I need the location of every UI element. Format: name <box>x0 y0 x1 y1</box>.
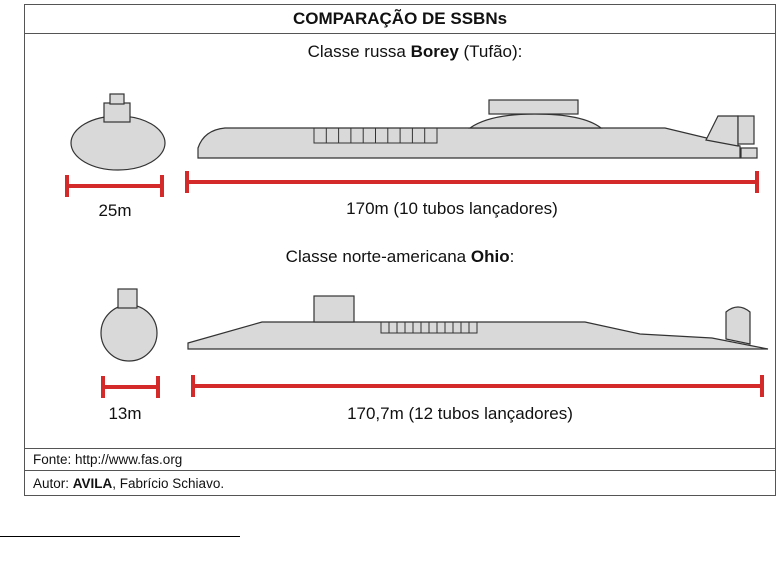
borey-heading-prefix: Classe russa <box>308 42 411 61</box>
ohio-cross-section-hull <box>101 305 157 361</box>
borey-rudder-top <box>738 116 754 144</box>
borey-length-label: 170m (10 tubos lançadores) <box>287 199 617 219</box>
borey-heading-bold: Borey <box>411 42 459 61</box>
ohio-rudder <box>726 307 750 344</box>
borey-cross-section-sail <box>104 103 130 122</box>
borey-heading-suffix: (Tufão): <box>459 42 523 61</box>
ohio-length-label: 170,7m (12 tubos lançadores) <box>290 404 630 424</box>
borey-length-dimension-line <box>187 171 757 193</box>
borey-side-hull <box>198 128 740 158</box>
borey-sail-base <box>470 114 601 128</box>
ohio-beam-label: 13m <box>90 404 160 424</box>
ohio-sail <box>314 296 354 322</box>
borey-sail <box>489 100 578 114</box>
ohio-heading: Classe norte-americana Ohio: <box>210 247 590 267</box>
borey-cross-section-hull <box>71 116 165 170</box>
borey-heading: Classe russa Borey (Tufão): <box>220 42 610 62</box>
borey-beam-dimension-line <box>67 175 162 197</box>
footnote-divider <box>0 536 240 537</box>
ohio-heading-prefix: Classe norte-americana <box>286 247 471 266</box>
ohio-cross-section-sail <box>118 289 137 308</box>
borey-stern-fin <box>741 148 757 158</box>
borey-cross-section-mast <box>110 94 124 104</box>
ohio-heading-bold: Ohio <box>471 247 510 266</box>
borey-beam-label: 25m <box>70 201 160 221</box>
ohio-side-hull <box>188 322 768 349</box>
ohio-beam-dimension-line <box>103 376 158 398</box>
ohio-length-dimension-line <box>193 375 762 397</box>
borey-rudder <box>706 116 738 146</box>
ohio-heading-suffix: : <box>510 247 515 266</box>
